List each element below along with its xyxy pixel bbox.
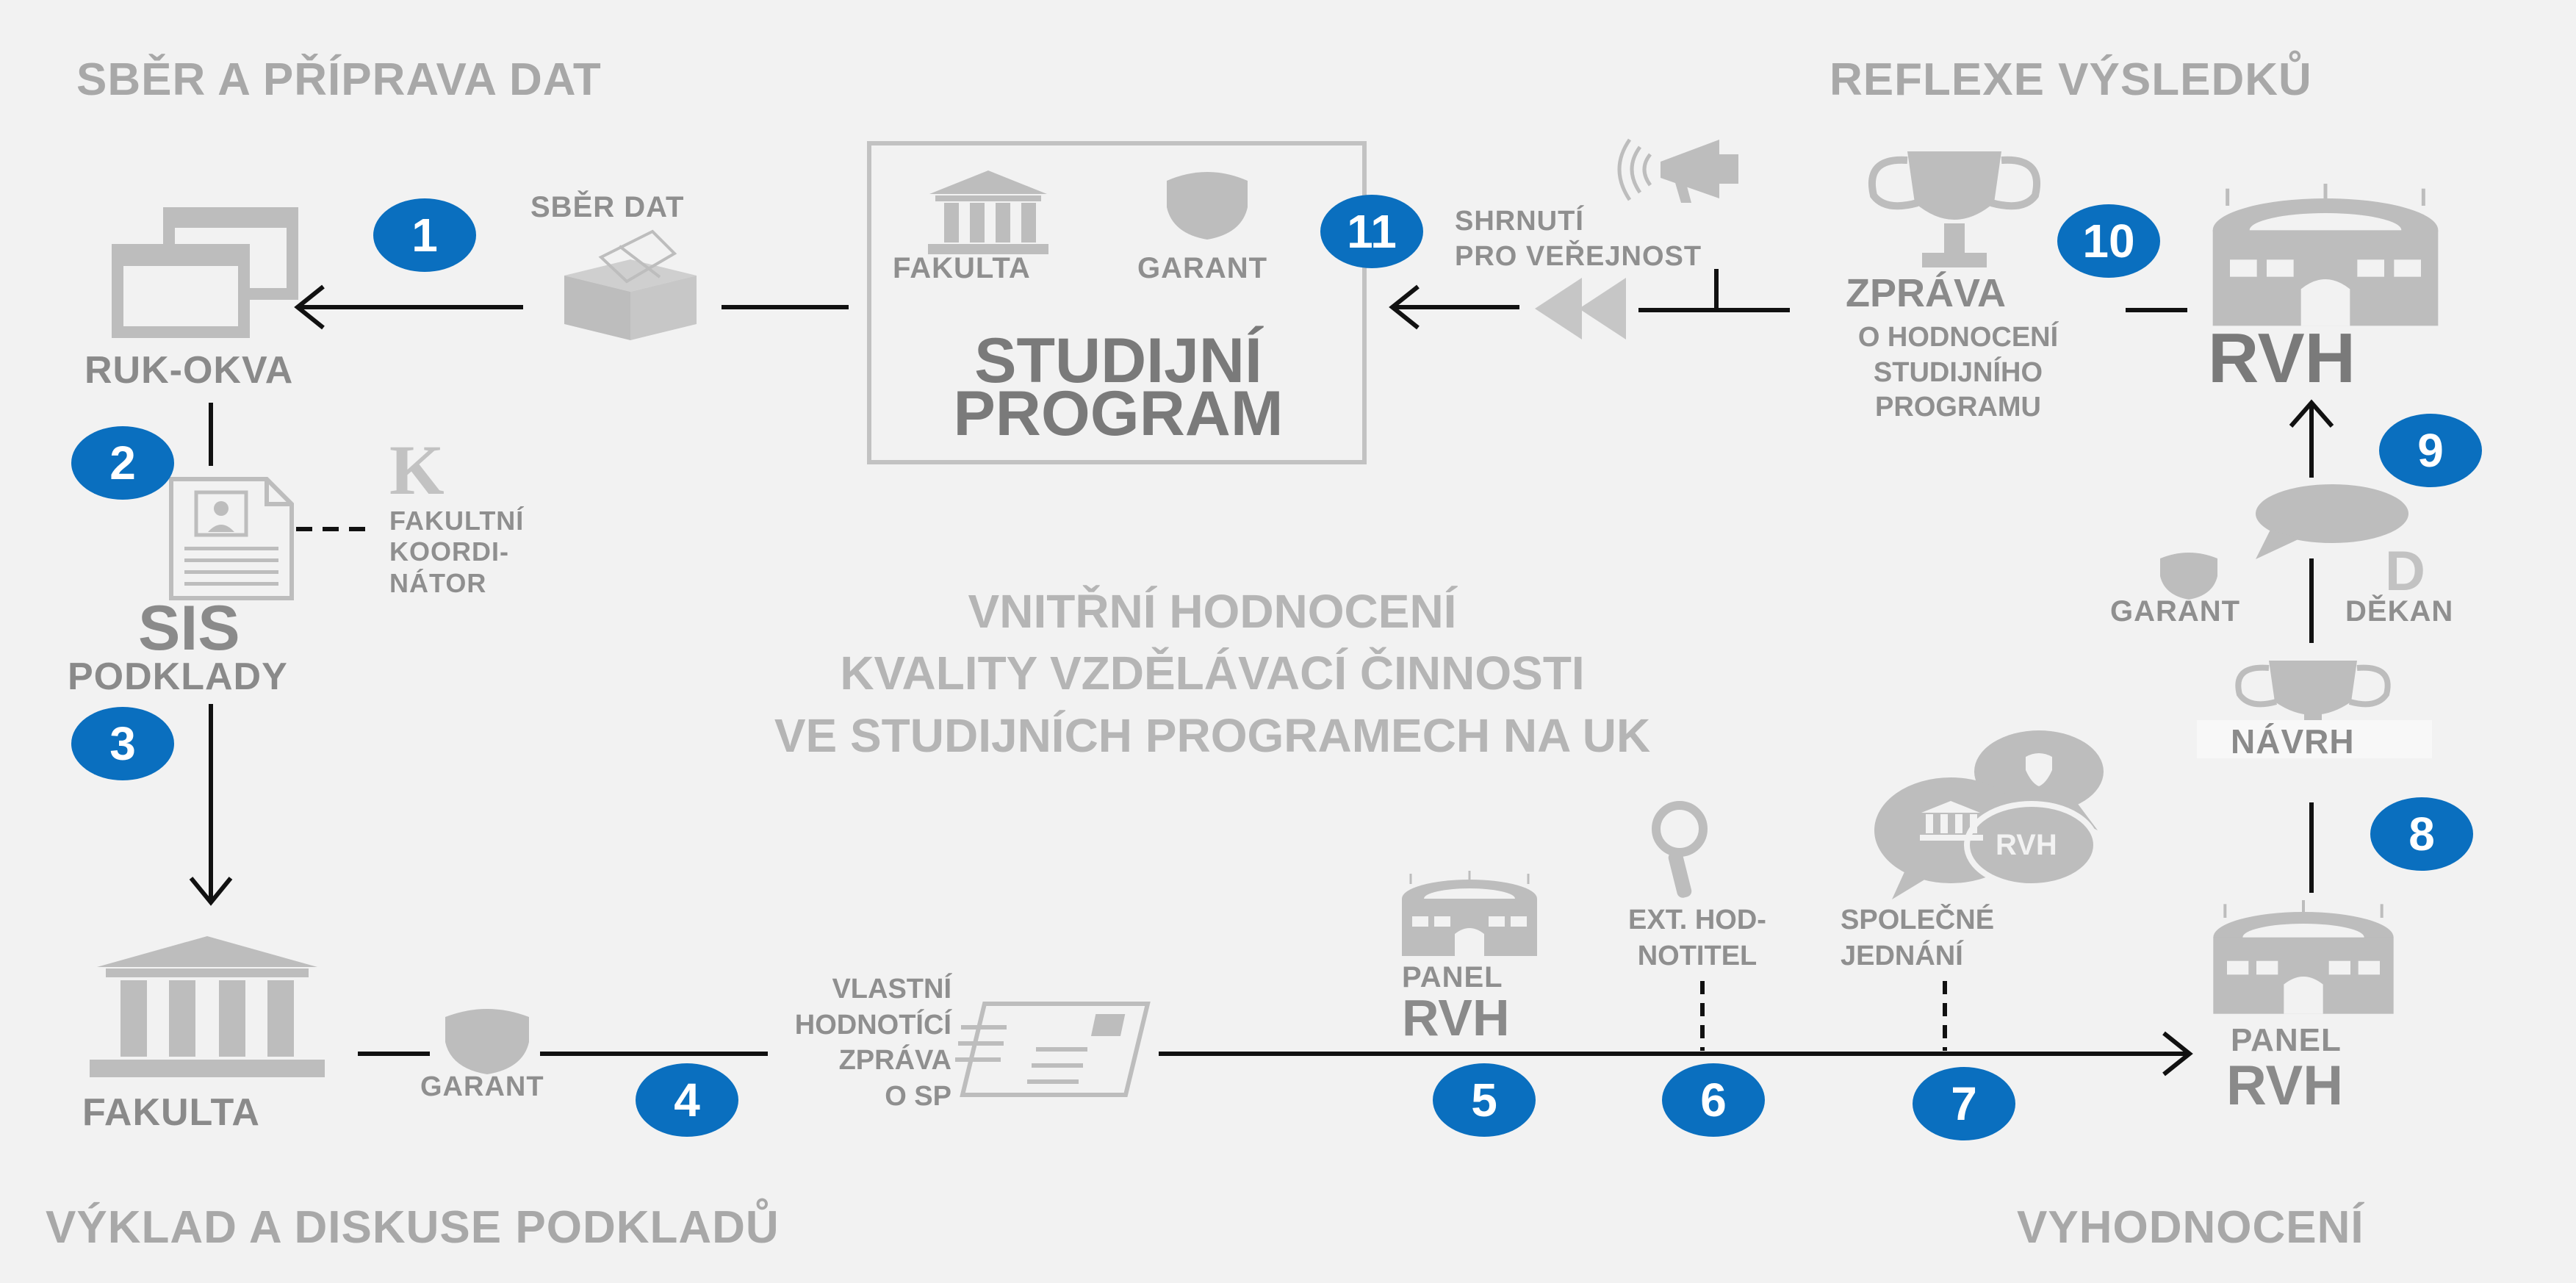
external-evaluator-label: EXT. HOD- NOTITEL (1587, 902, 1807, 975)
coordinator-k-icon: K (389, 431, 445, 509)
joint-line-1: SPOLEČNÉ (1841, 905, 1995, 935)
trophy-icon (2235, 661, 2391, 736)
report-line-4: PROGRAMU (1875, 392, 2041, 423)
section-title-results-reflection: REFLEXE VÝSLEDKŮ (1830, 54, 2312, 105)
self-report-line-2: HODNOTÍCÍ (794, 1009, 951, 1041)
stadium-icon (2213, 900, 2394, 1014)
program-faculty-label: FAKULTA (893, 252, 1031, 284)
report-label: ZPRÁVA (1846, 271, 2007, 315)
section-title-data-collection: SBĚR A PŘÍPRAVA DAT (76, 54, 602, 105)
step-badge-6: 6 (1662, 1063, 1765, 1137)
step-badge-8: 8 (2370, 797, 2473, 871)
shield-icon (2160, 553, 2217, 600)
step-badge-11: 11 (1320, 195, 1423, 268)
summary-line-2: PRO VEŘEJNOST (1455, 240, 1702, 272)
center-title-line-1: VNITŘNÍ HODNOCENÍ (968, 585, 1457, 638)
magnifier-icon (1652, 801, 1708, 898)
ruk-okva-label: RUK-OKVA (84, 349, 294, 392)
bubble-rvh-label: RVH (1996, 829, 2057, 861)
dean-label: DĚKAN (2345, 595, 2454, 628)
center-title-line-3: VE STUDIJNÍCH PROGRAMECH NA UK (774, 708, 1651, 762)
self-report-line-4: O SP (885, 1080, 951, 1112)
sis-label: SIS (138, 593, 240, 664)
report-subtitle: O HODNOCENÍ STUDIJNÍHO PROGRAMU (1793, 320, 2123, 425)
document-icon (169, 477, 294, 600)
panel-a-label: PANEL (1402, 961, 1503, 993)
center-title: VNITŘNÍ HODNOCENÍ KVALITY VZDĚLÁVACÍ ČIN… (602, 581, 1822, 766)
summary-line-1: SHRNUTÍ (1455, 206, 1584, 237)
ext-line-1: EXT. HOD- (1628, 905, 1766, 935)
faculty-coordinator-label: FAKULTNÍ KOORDI- NÁTOR (389, 506, 524, 599)
ballot-box-icon (564, 229, 697, 340)
stadium-icon (1402, 871, 1537, 956)
program-title-2: PROGRAM (953, 378, 1284, 449)
coordinator-line-3: NÁTOR (389, 567, 487, 598)
report-line-3: STUDIJNÍHO (1873, 356, 2043, 388)
step-badge-10: 10 (2057, 204, 2160, 278)
faculty-building-icon (928, 170, 1048, 254)
data-collection-label: SBĚR DAT (530, 191, 685, 223)
report-line-2: O HODNOCENÍ (1857, 322, 2059, 353)
letter-icon (955, 1002, 1151, 1097)
proposal-label: NÁVRH (2231, 722, 2355, 761)
step-badge-2: 2 (71, 426, 174, 500)
rewind-icon (1535, 278, 1626, 339)
step-badge-4: 4 (636, 1063, 738, 1137)
rvh-b-label: RVH (2226, 1054, 2344, 1117)
public-summary-label: SHRNUTÍ PRO VEŘEJNOST (1455, 204, 1702, 274)
faculty-building-icon (90, 936, 325, 1077)
self-report-line-1: VLASTNÍ (832, 974, 951, 1005)
coordinator-line-1: FAKULTNÍ (389, 506, 525, 536)
megaphone-icon (1617, 138, 1738, 203)
faculty-label: FAKULTA (82, 1091, 260, 1134)
stadium-icon (2212, 184, 2439, 326)
proposal-label-bg (2197, 720, 2432, 758)
rvh-a-label: RVH (1402, 989, 1510, 1046)
speech-bubbles-icon (1874, 730, 2104, 899)
podklady-label: PODKLADY (68, 655, 288, 698)
self-report-line-3: ZPRÁVA (838, 1045, 951, 1077)
step-badge-5: 5 (1433, 1063, 1536, 1137)
trophy-icon (1868, 151, 2040, 267)
shield-icon (1167, 172, 1248, 240)
dean-d-icon: D (2385, 540, 2425, 603)
guarantor-label: GARANT (420, 1071, 544, 1102)
section-title-evaluation: VYHODNOCENÍ (2017, 1202, 2364, 1253)
guarantor-right-label: GARANT (2110, 595, 2241, 628)
shield-icon (445, 1009, 529, 1074)
ext-line-2: NOTITEL (1637, 941, 1757, 972)
program-title-1: STUDIJNÍ (974, 326, 1262, 396)
joint-line-2: JEDNÁNÍ (1841, 941, 1963, 972)
self-evaluation-report-label: VLASTNÍ HODNOTÍCÍ ZPRÁVA O SP (716, 971, 951, 1115)
center-title-line-2: KVALITY VZDĚLÁVACÍ ČINNOSTI (840, 647, 1585, 700)
section-title-discussion: VÝKLAD A DISKUSE PODKLADŮ (46, 1202, 780, 1253)
speech-bubble-icon (2256, 484, 2408, 559)
program-guarantor-label: GARANT (1137, 252, 1268, 284)
study-program-box (867, 141, 1367, 464)
step-badge-9: 9 (2379, 414, 2482, 487)
step-badge-7: 7 (1913, 1067, 2015, 1140)
joint-meeting-label: SPOLEČNÉ JEDNÁNÍ (1841, 902, 2076, 975)
step-badge-3: 3 (71, 707, 174, 780)
panel-b-label: PANEL (2231, 1022, 2342, 1058)
rvh-top-label: RVH (2208, 319, 2356, 398)
windows-icon (112, 207, 298, 338)
step-badge-1: 1 (373, 198, 476, 272)
coordinator-line-2: KOORDI- (389, 536, 509, 567)
